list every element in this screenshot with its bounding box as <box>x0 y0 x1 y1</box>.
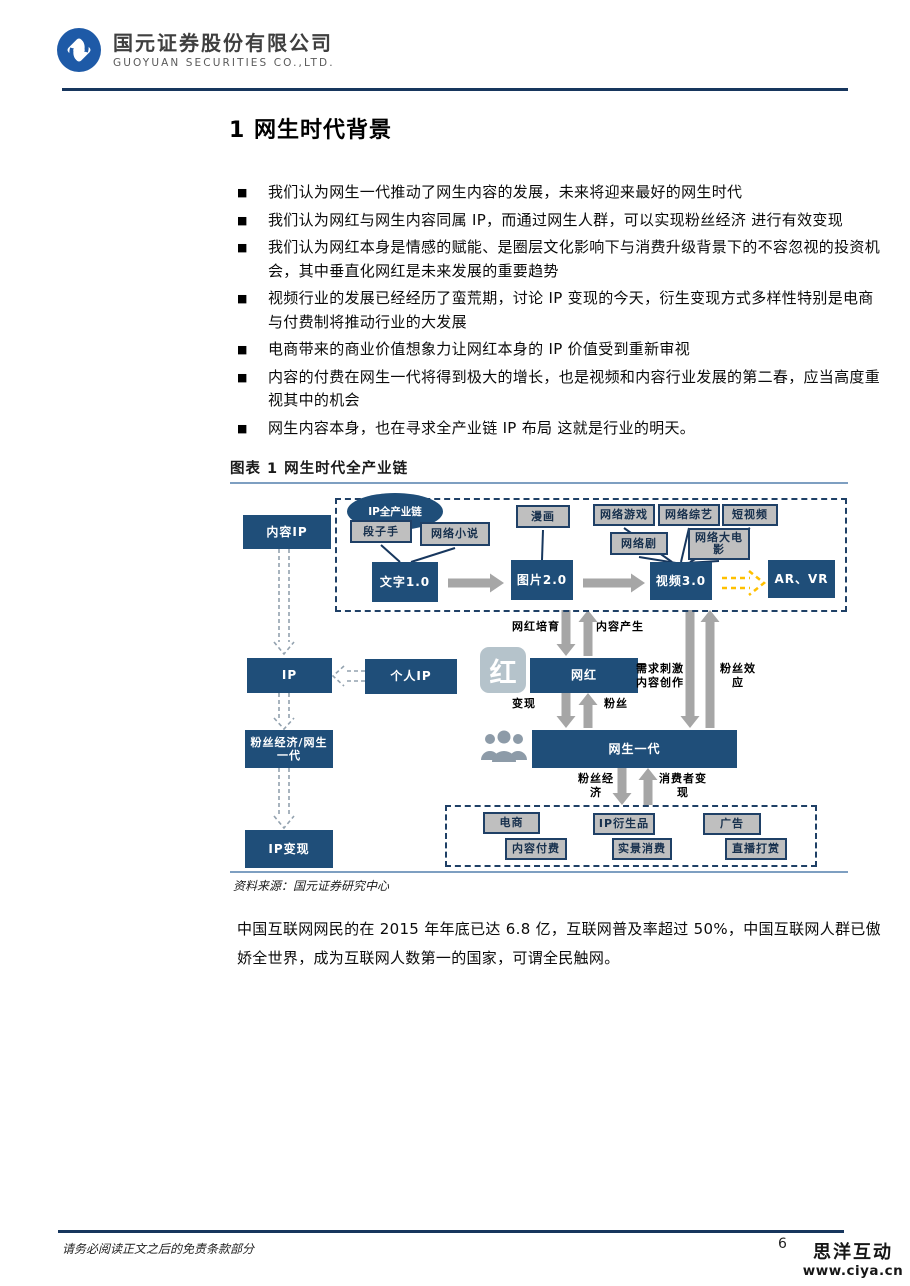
company-name-block: 国元证券股份有限公司 GUOYUAN SECURITIES CO.,LTD. <box>113 31 335 69</box>
node-content-pay: 内容付费 <box>505 838 567 860</box>
header: 国元证券股份有限公司 GUOYUAN SECURITIES CO.,LTD. <box>55 26 335 74</box>
dashed-link-arrows <box>273 549 365 830</box>
company-name-cn: 国元证券股份有限公司 <box>113 31 333 55</box>
node-web-movie: 网络大电影 <box>688 528 750 560</box>
node-ip-monetize: IP变现 <box>245 830 333 868</box>
footer-rule <box>58 1230 844 1233</box>
top-dashed-frame <box>335 498 847 612</box>
company-name-en: GUOYUAN SECURITIES CO.,LTD. <box>113 57 335 69</box>
figure-caption: 图表 1 网生时代全产业链 <box>230 461 409 477</box>
industry-chain-diagram: IP全产业链 内容IP 段子手 网络小说 文字1.0 漫画 图片2.0 网络游戏… <box>230 490 850 872</box>
node-web-novel: 网络小说 <box>420 522 490 546</box>
label-xiaofeizhe-bianxian: 消费者变现 <box>659 772 707 799</box>
bullet-square-icon: ■ <box>237 241 248 254</box>
node-real-scene-consume: 实景消费 <box>612 838 672 860</box>
node-picture-2-0: 图片2.0 <box>511 560 573 600</box>
bullet-square-icon: ■ <box>237 421 248 435</box>
bullet-square-icon: ■ <box>237 343 248 356</box>
node-personal-ip: 个人IP <box>365 659 457 694</box>
node-web-variety: 网络综艺 <box>658 504 720 526</box>
gray-flow-arrows <box>448 573 720 805</box>
siteworks-watermark: 思洋互动 www.ciya.cn <box>798 1242 908 1279</box>
bullet-square-icon: ■ <box>237 186 248 199</box>
node-ecommerce: 电商 <box>483 812 540 834</box>
bullet-item: ■ 网生内容本身，也在寻求全产业链 IP 布局 这就是行业的明天。 <box>237 417 885 441</box>
footer-disclaimer: 请务必阅读正文之后的免责条款部分 <box>62 1242 255 1256</box>
node-comic: 漫画 <box>516 505 570 528</box>
label-wanghong-peiyu: 网红培育 <box>512 620 560 633</box>
node-net-generation: 网生一代 <box>532 730 737 768</box>
people-group-icon <box>481 730 527 762</box>
bullet-square-icon: ■ <box>237 213 248 227</box>
node-ar-vr: AR、VR <box>768 560 835 598</box>
node-web-drama: 网络剧 <box>610 532 668 555</box>
label-neirong-chansheng: 内容产生 <box>596 620 644 633</box>
bullet-item: ■ 我们认为网生一代推动了网生内容的发展，未来将迎来最好的网生时代 <box>237 181 885 205</box>
bullet-list: ■ 我们认为网生一代推动了网生内容的发展，未来将迎来最好的网生时代 ■ 我们认为… <box>237 181 885 444</box>
node-wanghong: 网红 <box>530 658 638 693</box>
bullet-text: 我们认为网红本身是情感的赋能、是圈层文化影响下与消费升级背景下的不容忽视的投资机… <box>268 238 881 280</box>
bullet-square-icon: ■ <box>237 292 248 305</box>
node-video-3-0: 视频3.0 <box>650 562 712 600</box>
node-fans-economy-gen: 粉丝经济/网生一代 <box>245 730 333 768</box>
bottom-dashed-frame <box>445 805 817 867</box>
bullet-square-icon: ■ <box>237 370 248 384</box>
bullet-item: ■ 我们认为网红与网生内容同属 IP，而通过网生人群，可以实现粉丝经济 进行有效… <box>237 209 885 233</box>
bullet-text: 我们认为网生一代推动了网生内容的发展，未来将迎来最好的网生时代 <box>268 183 743 201</box>
bullet-text: 电商带来的商业价值想象力让网红本身的 IP 价值受到重新审视 <box>268 340 691 358</box>
bullet-text: 我们认为网红与网生内容同属 IP，而通过网生人群，可以实现粉丝经济 进行有效变现 <box>268 210 844 229</box>
label-bianxian: 变现 <box>512 697 536 710</box>
node-duanzishou: 段子手 <box>350 520 412 543</box>
guoyuan-logo-icon <box>57 28 101 72</box>
watermark-url: www.ciya.cn <box>802 1263 904 1279</box>
label-fensi-jingji: 粉丝经济 <box>578 772 614 799</box>
node-content-ip: 内容IP <box>243 515 331 549</box>
header-rule <box>62 88 848 91</box>
bullet-item: ■ 我们认为网红本身是情感的赋能、是圈层文化影响下与消费升级背景下的不容忽视的投… <box>237 236 885 283</box>
node-ip-derivatives: IP衍生品 <box>593 813 655 835</box>
label-xuqiu-cichuang: 需求刺激内容创作 <box>636 662 684 689</box>
figure-caption-rule <box>230 482 848 484</box>
node-live-tipping: 直播打赏 <box>725 838 787 860</box>
label-fensi-xiaoying: 粉丝效应 <box>720 662 756 689</box>
page-number: 6 <box>778 1236 787 1252</box>
bullet-text: 网生内容本身，也在寻求全产业链 IP 布局 这就是行业的明天。 <box>268 418 696 437</box>
bullet-item: ■ 视频行业的发展已经经历了蛮荒期，讨论 IP 变现的今天，衍生变现方式多样性特… <box>237 287 885 334</box>
figure-bottom-rule <box>230 871 848 873</box>
node-text-1-0: 文字1.0 <box>372 562 438 602</box>
bullet-text: 视频行业的发展已经经历了蛮荒期，讨论 IP 变现的今天，衍生变现方式多样性特别是… <box>268 289 874 331</box>
figure-source: 资料来源：国元证券研究中心 <box>233 879 390 893</box>
node-web-game: 网络游戏 <box>593 504 655 526</box>
watermark-name: 思洋互动 <box>813 1242 893 1263</box>
hong-app-icon: 红 <box>480 647 526 693</box>
bullet-text: 内容的付费在网生一代将得到极大的增长，也是视频和内容行业发展的第二春，应当高度重… <box>268 367 881 410</box>
bullet-item: ■ 电商带来的商业价值想象力让网红本身的 IP 价值受到重新审视 <box>237 338 885 362</box>
label-fensi: 粉丝 <box>604 697 628 710</box>
bullet-item: ■ 内容的付费在网生一代将得到极大的增长，也是视频和内容行业发展的第二春，应当高… <box>237 366 885 413</box>
node-short-video: 短视频 <box>722 504 778 526</box>
yellow-dashed-arrow <box>722 570 767 596</box>
node-advertising: 广告 <box>703 813 761 835</box>
body-paragraph: 中国互联网网民的在 2015 年年底已达 6.8 亿，互联网普及率超过 50%，… <box>237 920 881 967</box>
section-title: 1 网生时代背景 <box>229 118 392 143</box>
node-ip: IP <box>247 658 332 693</box>
